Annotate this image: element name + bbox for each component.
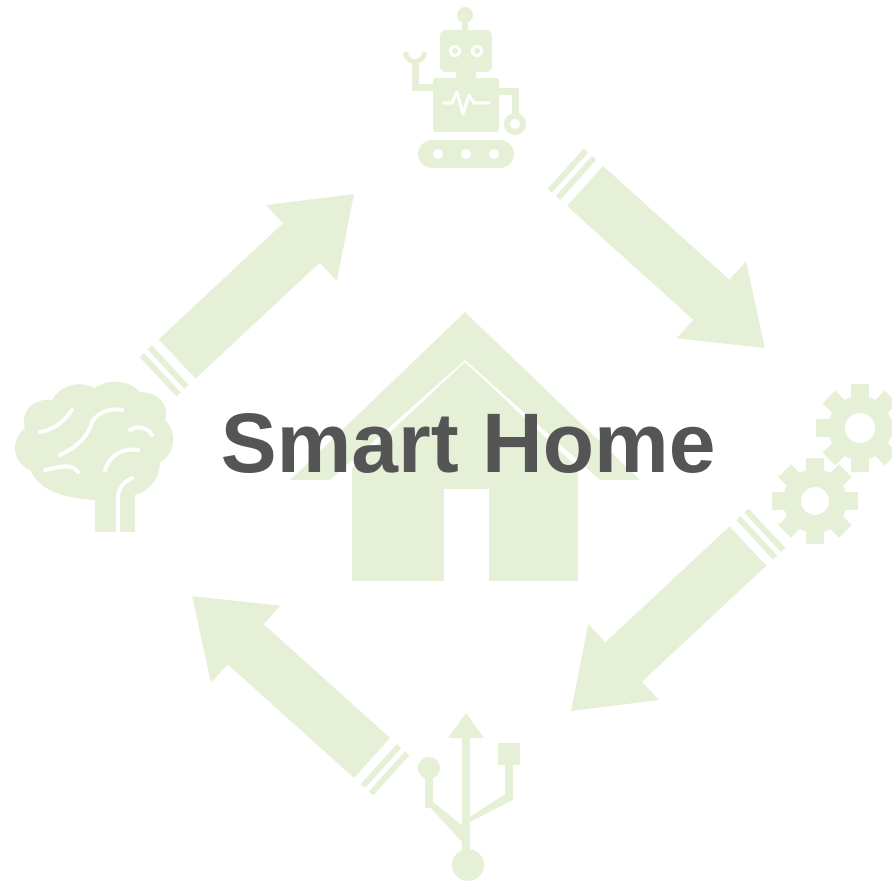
arrow-bottom-right — [530, 129, 800, 387]
arrow-top-right — [122, 155, 390, 415]
robot-icon — [403, 7, 526, 168]
gears-icon — [772, 384, 892, 544]
arrow-top-left — [157, 557, 427, 815]
usb-icon — [418, 713, 520, 881]
diagram-title: Smart Home — [220, 396, 716, 490]
brain-icon — [14, 381, 174, 534]
house-icon — [290, 312, 640, 581]
